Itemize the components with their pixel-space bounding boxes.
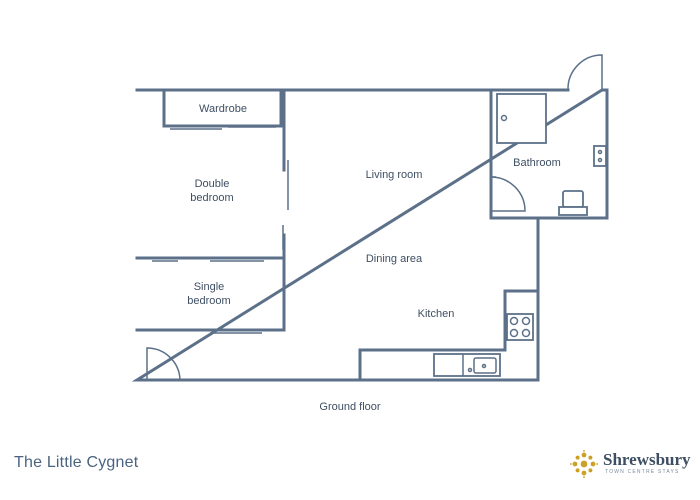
bathroom-door bbox=[490, 176, 526, 212]
label-single-bedroom-line2: bedroom bbox=[187, 295, 230, 307]
label-double-bedroom-line2: bedroom bbox=[190, 192, 233, 204]
label-double-bedroom-line1: Double bbox=[195, 178, 230, 190]
label-single-bedroom-line1: Single bbox=[194, 281, 225, 293]
hob bbox=[506, 313, 534, 341]
brand-logo: Shrewsbury TOWN CENTRE STAYS bbox=[570, 448, 695, 480]
wardrobe bbox=[162, 88, 283, 128]
label-bathroom: Bathroom bbox=[513, 157, 561, 169]
kitchen-counter bbox=[358, 289, 540, 382]
entrance-door bbox=[146, 347, 181, 381]
basin-drain bbox=[597, 157, 603, 163]
label-living-room: Living room bbox=[366, 169, 423, 181]
brand-tagline: TOWN CENTRE STAYS bbox=[605, 469, 680, 475]
toilet-cistern bbox=[558, 206, 588, 216]
bathroom-wall bbox=[489, 88, 540, 220]
hob-ring bbox=[509, 328, 519, 338]
brand-mark-icon bbox=[570, 450, 598, 478]
bathroom-basin bbox=[593, 145, 607, 167]
shower-drain bbox=[500, 114, 508, 122]
hob-ring bbox=[521, 328, 531, 338]
brand-name: Shrewsbury bbox=[603, 450, 691, 469]
sink-drain bbox=[481, 363, 487, 369]
hob-ring bbox=[509, 316, 519, 326]
toilet-seat bbox=[562, 190, 584, 208]
property-title: The Little Cygnet bbox=[14, 454, 139, 471]
bathroom-exterior-door bbox=[567, 54, 603, 91]
label-kitchen: Kitchen bbox=[418, 308, 455, 320]
shower-tray bbox=[496, 93, 547, 144]
label-wardrobe: Wardrobe bbox=[199, 103, 247, 115]
sink-tap bbox=[467, 367, 473, 373]
kitchen-sink bbox=[433, 353, 501, 377]
wardrobe-sliding-door bbox=[170, 126, 276, 130]
basin-tap bbox=[597, 149, 603, 155]
sink-bowl bbox=[473, 357, 497, 374]
floor-caption: Ground floor bbox=[319, 401, 381, 413]
label-dining-area: Dining area bbox=[366, 253, 423, 265]
double-bedroom-door bbox=[282, 160, 289, 250]
hob-ring bbox=[521, 316, 531, 326]
